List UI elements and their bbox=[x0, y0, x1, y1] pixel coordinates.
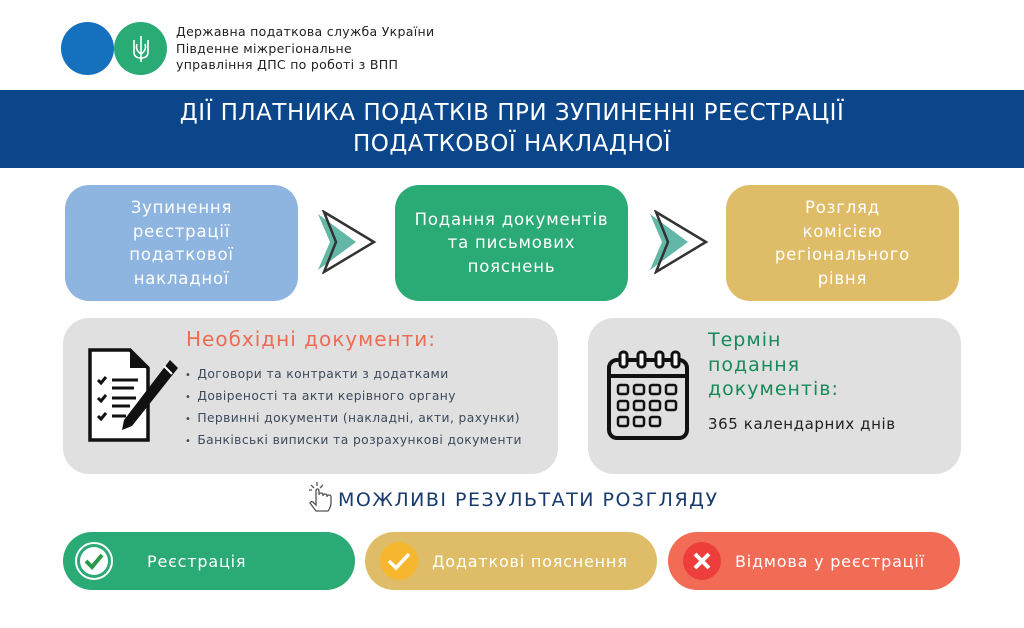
check-icon bbox=[380, 542, 418, 580]
arrow-right-icon bbox=[318, 210, 377, 274]
list-item: Первинні документи (накладні, акти, раху… bbox=[185, 408, 522, 430]
list-item: Довіреності та акти керівного органу bbox=[185, 386, 522, 408]
documents-list: Договори та контракти з додатками Довіре… bbox=[185, 364, 522, 452]
step-review: Розгляд комісією регіонального рівня bbox=[726, 185, 959, 301]
step-submission: Подання документів та письмових пояснень bbox=[395, 185, 628, 301]
calendar-icon bbox=[607, 350, 689, 440]
results-heading: МОЖЛИВІ РЕЗУЛЬТАТИ РОЗГЛЯДУ bbox=[338, 489, 719, 511]
logo-trident-circle bbox=[114, 22, 167, 75]
step-suspension: Зупинення реєстрації податкової накладно… bbox=[65, 185, 298, 301]
result-label: Відмова у реєстрації bbox=[735, 551, 925, 571]
documents-title: Необхідні документи: bbox=[186, 327, 436, 351]
logo-blue-circle bbox=[61, 22, 114, 75]
org-line: Державна податкова служба України bbox=[176, 24, 435, 39]
result-label: Додаткові пояснення bbox=[432, 551, 628, 571]
list-item: Банківські виписки та розрахункові докум… bbox=[185, 430, 522, 452]
result-refusal: Відмова у реєстрації bbox=[668, 532, 960, 590]
organization-name: Державна податкова служба України Півден… bbox=[176, 24, 434, 74]
check-circle-icon bbox=[75, 542, 113, 580]
trident-icon bbox=[132, 35, 149, 62]
close-icon bbox=[683, 542, 721, 580]
result-label: Реєстрація bbox=[147, 551, 247, 571]
title-banner: ДІЇ ПЛАТНИКА ПОДАТКІВ ПРИ ЗУПИНЕННІ РЕЄС… bbox=[0, 90, 1024, 168]
hand-pointer-icon bbox=[309, 482, 332, 512]
arrow-right-icon bbox=[650, 210, 709, 274]
org-line: Південне міжрегіональне bbox=[176, 40, 353, 56]
org-line: управління ДПС по роботі з ВПП bbox=[176, 57, 399, 72]
page-title-line1: ДІЇ ПЛАТНИКА ПОДАТКІВ ПРИ ЗУПИНЕННІ РЕЄС… bbox=[179, 100, 845, 126]
deadline-panel bbox=[588, 318, 961, 474]
document-checklist-icon bbox=[88, 348, 178, 442]
page-title-line2: ПОДАТКОВОЇ НАКЛАДНОЇ bbox=[352, 131, 672, 157]
result-additional-explanations: Додаткові пояснення bbox=[365, 532, 657, 590]
result-registration: Реєстрація bbox=[63, 532, 355, 590]
deadline-value: 365 календарних днів bbox=[708, 415, 896, 433]
deadline-title: Термін подання документів: bbox=[708, 329, 839, 400]
list-item: Договори та контракти з додатками bbox=[185, 364, 522, 386]
